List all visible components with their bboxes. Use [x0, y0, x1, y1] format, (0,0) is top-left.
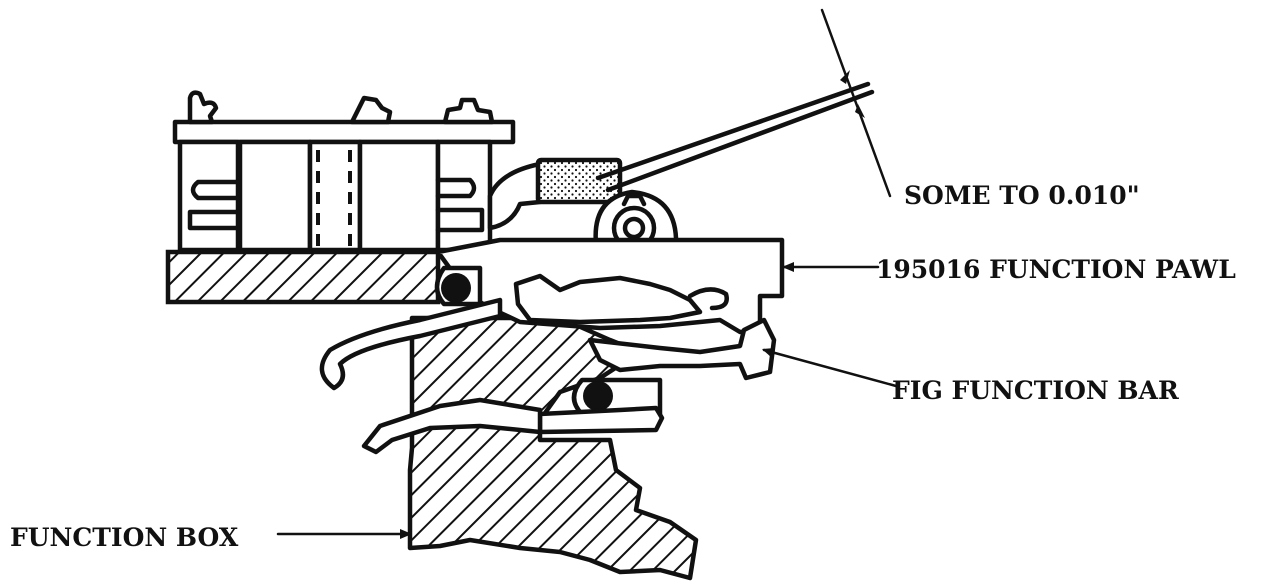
- leader-lines: [276, 262, 898, 539]
- lower-strip: [537, 405, 665, 435]
- top-plate: [172, 119, 516, 145]
- lever-line-lower: [605, 89, 875, 193]
- label-function-box: FUNCTION BOX: [10, 523, 239, 552]
- left-clip-upper: [190, 179, 241, 201]
- dimension-arrow-bottom: [855, 104, 865, 118]
- roller-inner: [622, 216, 646, 240]
- slanted-strip: [361, 397, 543, 455]
- hatched-bar: [165, 249, 441, 305]
- pivot-lower-disc: [583, 381, 613, 411]
- dimension-arrow-top: [840, 70, 850, 84]
- leader-function-bar: [762, 348, 898, 388]
- top-tab-right: [442, 97, 495, 125]
- top-frame-assembly: [172, 90, 543, 253]
- roller-cap: [621, 193, 647, 207]
- label-function-bar: FIG FUNCTION BAR: [892, 376, 1179, 405]
- top-tab-left: [187, 90, 219, 125]
- left-inner-block: [237, 139, 313, 253]
- arrow-function-pawl: [782, 262, 794, 272]
- label-function-pawl: 195016 FUNCTION PAWL: [876, 255, 1236, 284]
- arrow-function-box: [400, 529, 412, 539]
- arm-extension: [487, 161, 543, 231]
- right-clip-lower: [435, 207, 485, 233]
- top-tab-middle: [349, 95, 393, 125]
- label-clearance: SOME TO 0.010": [904, 181, 1140, 210]
- pawl-cutout: [513, 273, 703, 325]
- right-clip-upper: [435, 177, 477, 199]
- function-bar: [587, 317, 777, 381]
- felt-block: [535, 157, 623, 205]
- left-clip-lower: [187, 209, 241, 231]
- pivot-left-disc: [441, 273, 471, 303]
- arrow-function-bar: [762, 348, 775, 358]
- dimension-line: [820, 8, 892, 198]
- pivot-lower: [537, 377, 665, 435]
- right-inner-block: [357, 139, 441, 253]
- pivot-left: [434, 265, 483, 307]
- clearance-indicator: [595, 8, 892, 198]
- pawl-hook: [687, 287, 729, 311]
- lever-line-upper: [595, 81, 871, 181]
- hook-lever: [319, 297, 503, 391]
